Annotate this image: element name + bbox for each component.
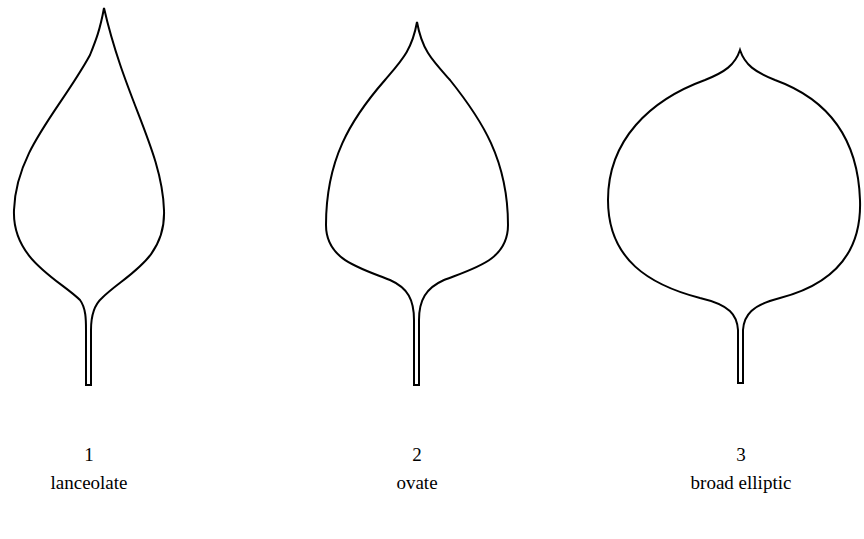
lanceolate-leaf [14,8,164,385]
callout-number: 2 [412,444,422,467]
callout-number: 1 [84,444,94,467]
broad-elliptic-leaf [608,50,860,383]
shape-name: ovate [396,472,437,495]
callout-number: 3 [736,444,746,467]
shape-name: lanceolate [50,472,127,495]
shape-name: broad elliptic [691,472,792,495]
ovate-leaf [326,22,508,385]
